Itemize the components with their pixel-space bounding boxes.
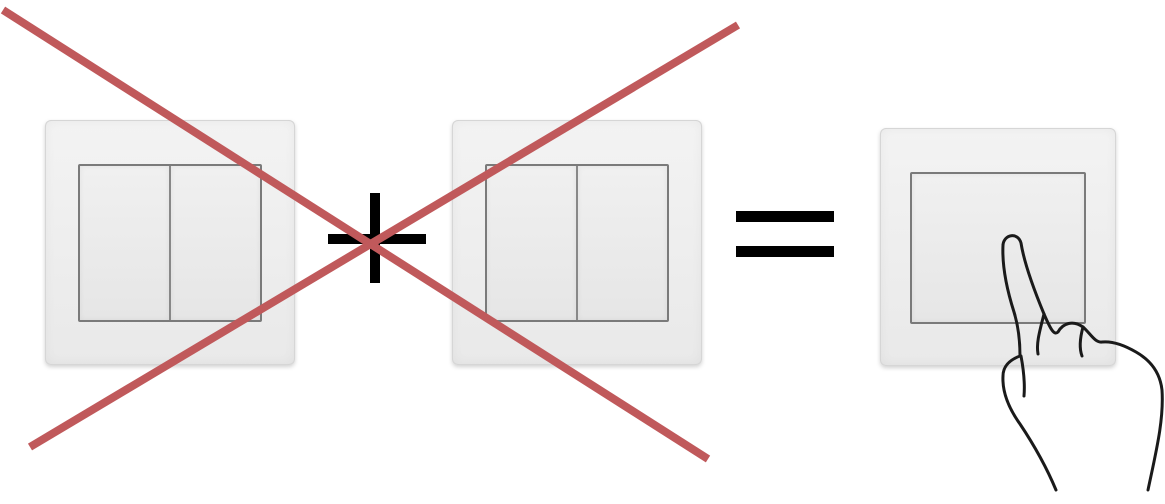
switch-key xyxy=(487,166,578,320)
double-switch-left xyxy=(45,120,295,365)
switch-key xyxy=(578,166,667,320)
plus-sign xyxy=(328,193,426,283)
switch-key xyxy=(80,166,171,320)
single-switch-right-key xyxy=(910,172,1086,324)
double-switch-left-keys xyxy=(78,164,262,322)
equals-sign xyxy=(736,211,834,257)
double-switch-middle-keys xyxy=(485,164,669,322)
switch-key xyxy=(171,166,260,320)
single-switch-right xyxy=(880,128,1116,366)
switch-key xyxy=(912,174,1084,322)
double-switch-middle xyxy=(452,120,702,365)
